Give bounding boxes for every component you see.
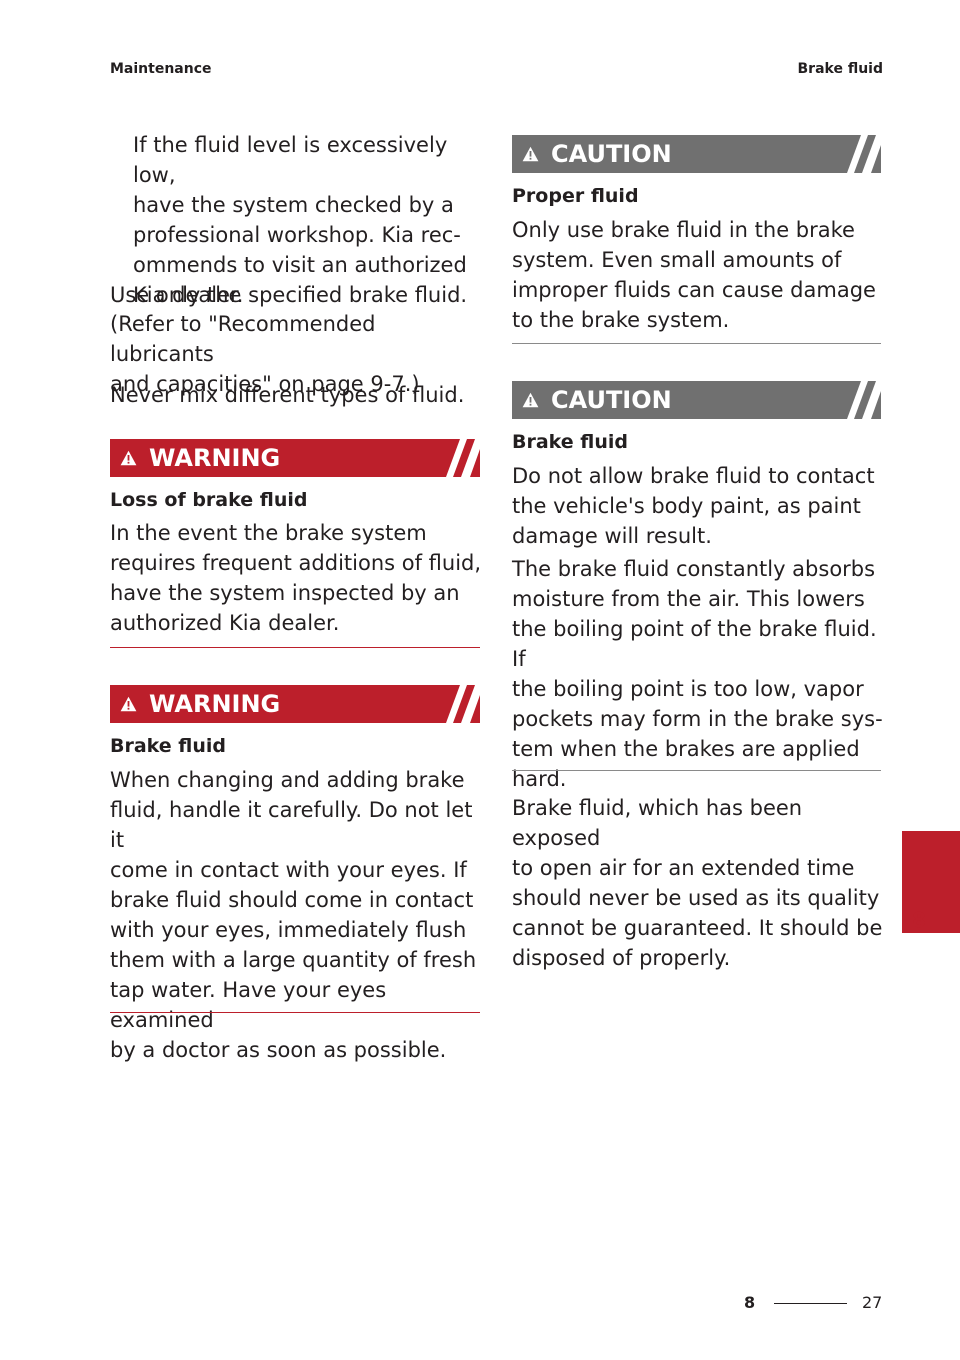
footer-divider bbox=[774, 1303, 847, 1304]
caution-label: CAUTION bbox=[551, 386, 672, 414]
text-line: have the system checked by a bbox=[133, 193, 454, 217]
warning-title: Brake fluid bbox=[110, 735, 227, 757]
stripes-decoration bbox=[847, 135, 881, 173]
stripes-decoration bbox=[446, 439, 480, 477]
text-line: Brake fluid, which has been exposed bbox=[512, 796, 803, 850]
text-line: fluid, handle it carefully. Do not let i… bbox=[110, 798, 473, 852]
caution-text: The brake fluid constantly absorbs moist… bbox=[512, 554, 884, 794]
closing-para: Brake fluid, which has been exposed to o… bbox=[512, 793, 884, 973]
text-line: Only use brake fluid in the brake bbox=[512, 218, 855, 242]
section-divider bbox=[512, 343, 881, 344]
chapter-tab-number: 8 bbox=[912, 908, 926, 932]
text-line: (Refer to "Recommended lubricants bbox=[110, 312, 376, 366]
text-line: The brake fluid constantly absorbs bbox=[512, 557, 876, 581]
page-header-section: Maintenance bbox=[110, 61, 212, 77]
text-line: requires frequent additions of fluid, bbox=[110, 551, 482, 575]
text-line: cannot be guaranteed. It should be bbox=[512, 916, 883, 940]
refer-para: (Refer to "Recommended lubricants and ca… bbox=[110, 309, 482, 399]
text-line: tap water. Have your eyes examined bbox=[110, 978, 387, 1032]
caution-banner: CAUTION bbox=[512, 381, 881, 419]
text-line: Do not allow brake fluid to contact bbox=[512, 464, 875, 488]
section-divider bbox=[110, 647, 480, 648]
section-divider bbox=[110, 1012, 480, 1013]
text-line: brake fluid should come in contact bbox=[110, 888, 474, 912]
alert-triangle-icon bbox=[120, 696, 137, 712]
text-line: moisture from the air. This lowers bbox=[512, 587, 865, 611]
text-line: In the event the brake system bbox=[110, 521, 427, 545]
text-line: the boiling point is too low, vapor bbox=[512, 677, 864, 701]
warning-text: When changing and adding brake fluid, ha… bbox=[110, 765, 482, 1065]
warning-banner: WARNING bbox=[110, 439, 480, 477]
text-line: the boiling point of the brake fluid. If bbox=[512, 617, 877, 671]
text-line: If the fluid level is excessively low, bbox=[133, 133, 448, 187]
text-line: Kia dealer. bbox=[133, 283, 244, 307]
text-line: improper fluids can cause damage bbox=[512, 278, 876, 302]
page-header-topic: Brake fluid bbox=[797, 61, 884, 77]
section-divider bbox=[512, 770, 881, 771]
footer-page-number: 27 bbox=[862, 1293, 883, 1312]
text-line: to open air for an extended time bbox=[512, 856, 855, 880]
specified-fluid-para: Use only the specified brake fluid. bbox=[110, 283, 468, 307]
stripes-decoration bbox=[446, 685, 480, 723]
text-line: come in contact with your eyes. If bbox=[110, 858, 467, 882]
text-line: have the system inspected by an bbox=[110, 581, 460, 605]
warning-label: WARNING bbox=[149, 444, 281, 472]
text-line: authorized Kia dealer. bbox=[110, 611, 340, 635]
text-line: by a doctor as soon as possible. bbox=[110, 1038, 447, 1062]
text-line: system. Even small amounts of bbox=[512, 248, 842, 272]
never-mix-para: Never mix different types of fluid. bbox=[110, 383, 465, 407]
text-line: to the brake system. bbox=[512, 308, 730, 332]
text-line: the vehicle's body paint, as paint bbox=[512, 494, 861, 518]
warning-label: WARNING bbox=[149, 690, 281, 718]
alert-triangle-icon bbox=[522, 392, 539, 408]
text-line: professional workshop. Kia rec- bbox=[133, 223, 461, 247]
text-line: ommends to visit an authorized bbox=[133, 253, 467, 277]
warning-banner: WARNING bbox=[110, 685, 480, 723]
chapter-tab bbox=[902, 831, 960, 933]
text-line: When changing and adding brake bbox=[110, 768, 465, 792]
indented-note: If the fluid level is excessively low, h… bbox=[133, 130, 483, 310]
text-line: hard. bbox=[512, 767, 567, 791]
text-line: damage will result. bbox=[512, 524, 712, 548]
caution-title: Brake fluid bbox=[512, 431, 629, 453]
stripes-decoration bbox=[847, 381, 881, 419]
alert-triangle-icon bbox=[120, 450, 137, 466]
text-line: with your eyes, immediately flush bbox=[110, 918, 467, 942]
text-line: tem when the brakes are applied bbox=[512, 737, 860, 761]
text-line: pockets may form in the brake sys- bbox=[512, 707, 883, 731]
text-line: and capacities" on page 9-7.) bbox=[110, 372, 420, 396]
caution-label: CAUTION bbox=[551, 140, 672, 168]
footer-chapter-number: 8 bbox=[744, 1293, 756, 1312]
caution-text: Only use brake fluid in the brake system… bbox=[512, 215, 884, 335]
alert-triangle-icon bbox=[522, 146, 539, 162]
text-line: disposed of properly. bbox=[512, 946, 731, 970]
text-line: should never be used as its quality bbox=[512, 886, 880, 910]
warning-title: Loss of brake fluid bbox=[110, 489, 308, 511]
caution-text: Do not allow brake fluid to contact the … bbox=[512, 461, 884, 551]
text-line: them with a large quantity of fresh bbox=[110, 948, 477, 972]
warning-text: In the event the brake system requires f… bbox=[110, 518, 482, 638]
caution-banner: CAUTION bbox=[512, 135, 881, 173]
caution-title: Proper fluid bbox=[512, 185, 639, 207]
